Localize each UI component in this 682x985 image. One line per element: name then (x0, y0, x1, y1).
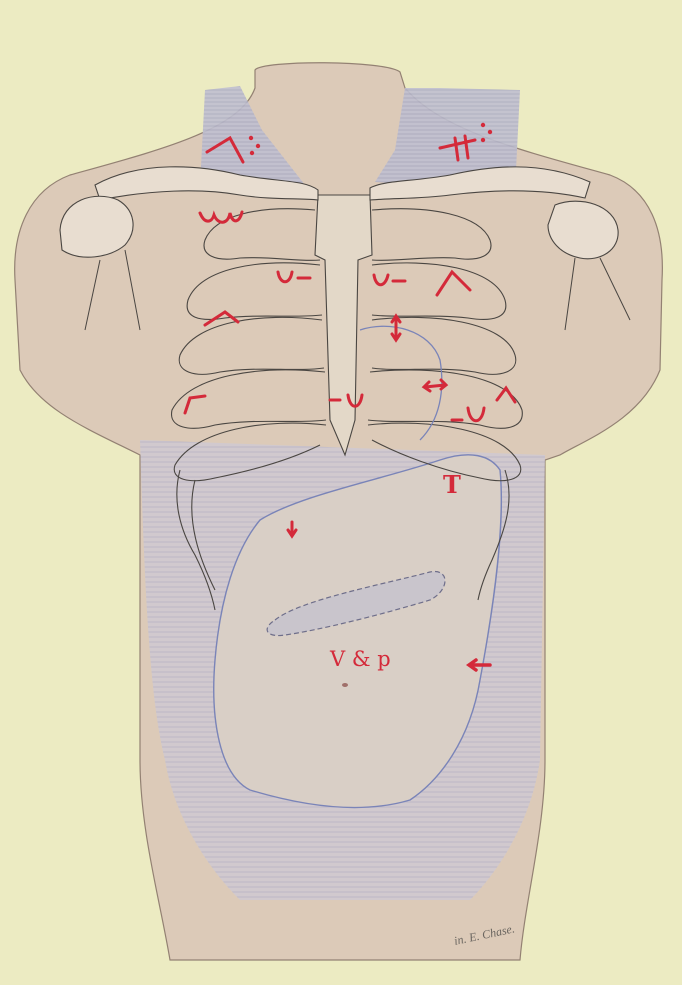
label-vp: V & p (329, 647, 391, 671)
label-t: T (443, 470, 461, 499)
navel (342, 683, 348, 687)
